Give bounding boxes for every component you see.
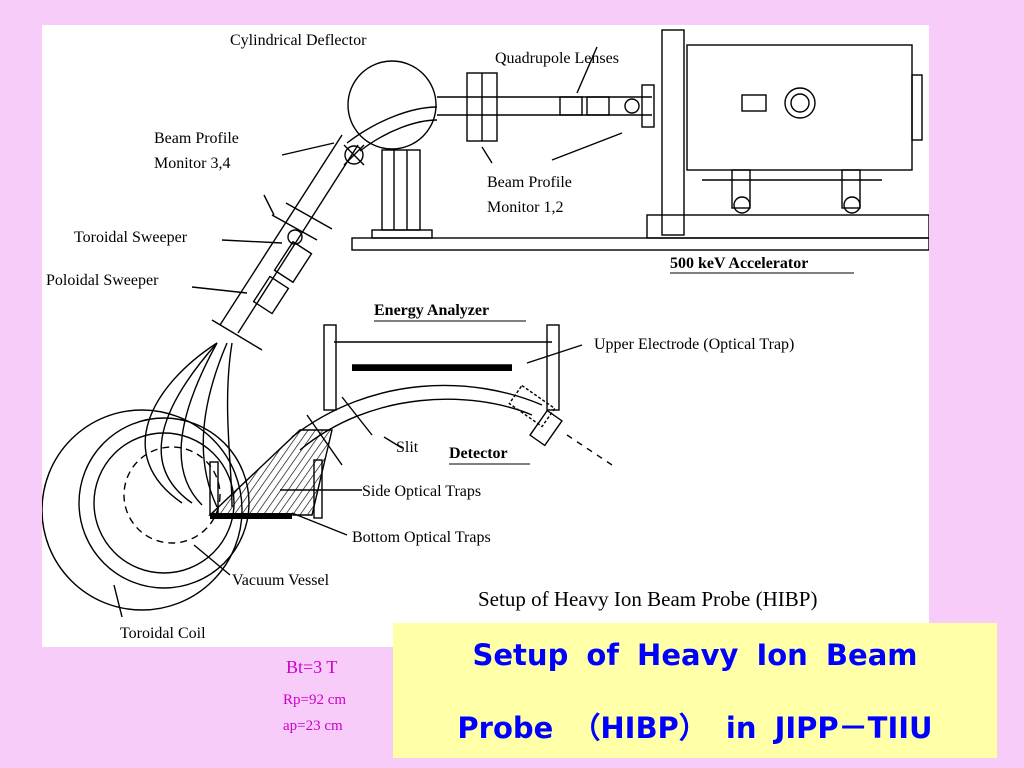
label-beam-profile-monitor-12-line1: Beam Profile — [487, 174, 572, 191]
label-quadrupole-lenses: Quadrupole Lenses — [495, 50, 619, 67]
diagram-caption: Setup of Heavy Ion Beam Probe (HIBP) — [478, 587, 818, 611]
label-beam-profile-monitor-12-line2: Monitor 1,2 — [487, 199, 563, 216]
toroidal-coil-outline — [42, 409, 243, 611]
label-poloidal-sweeper: Poloidal Sweeper — [46, 272, 159, 289]
title-line-2: Probe （HIBP） in JIPP－TIIU — [457, 711, 933, 745]
label-toroidal-sweeper: Toroidal Sweeper — [74, 229, 188, 246]
label-detector: Detector — [449, 445, 508, 462]
label-upper-electrode: Upper Electrode (Optical Trap) — [594, 336, 794, 353]
hibp-schematic: Cylindrical Deflector Quadrupole Lenses … — [42, 29, 929, 642]
title-line-1: Setup of Heavy Ion Beam — [472, 638, 918, 672]
parameter-bt: Bt=3 T — [286, 657, 338, 677]
label-vacuum-vessel: Vacuum Vessel — [232, 572, 330, 589]
label-toroidal-coil: Toroidal Coil — [120, 625, 206, 642]
label-accelerator: 500 keV Accelerator — [670, 255, 808, 272]
vacuum-vessel-inner — [93, 432, 235, 574]
cylindrical-deflector — [347, 60, 437, 150]
label-bottom-optical-traps: Bottom Optical Traps — [352, 529, 491, 546]
label-beam-profile-monitor-34-line2: Monitor 3,4 — [154, 155, 230, 172]
plasma-boundary — [123, 446, 221, 544]
diagram-panel: Cylindrical Deflector Quadrupole Lenses … — [42, 25, 929, 647]
parameter-rp: Rp=92 cm — [283, 692, 347, 708]
parameter-ap: ap=23 cm — [283, 718, 343, 734]
label-side-optical-traps: Side Optical Traps — [362, 483, 481, 500]
label-beam-profile-monitor-34-line1: Beam Profile — [154, 130, 239, 147]
label-slit: Slit — [396, 439, 419, 456]
label-cylindrical-deflector: Cylindrical Deflector — [230, 32, 367, 49]
label-energy-analyzer: Energy Analyzer — [374, 302, 489, 319]
title-box: Setup of Heavy Ion Beam Probe （HIBP） in … — [393, 623, 997, 758]
